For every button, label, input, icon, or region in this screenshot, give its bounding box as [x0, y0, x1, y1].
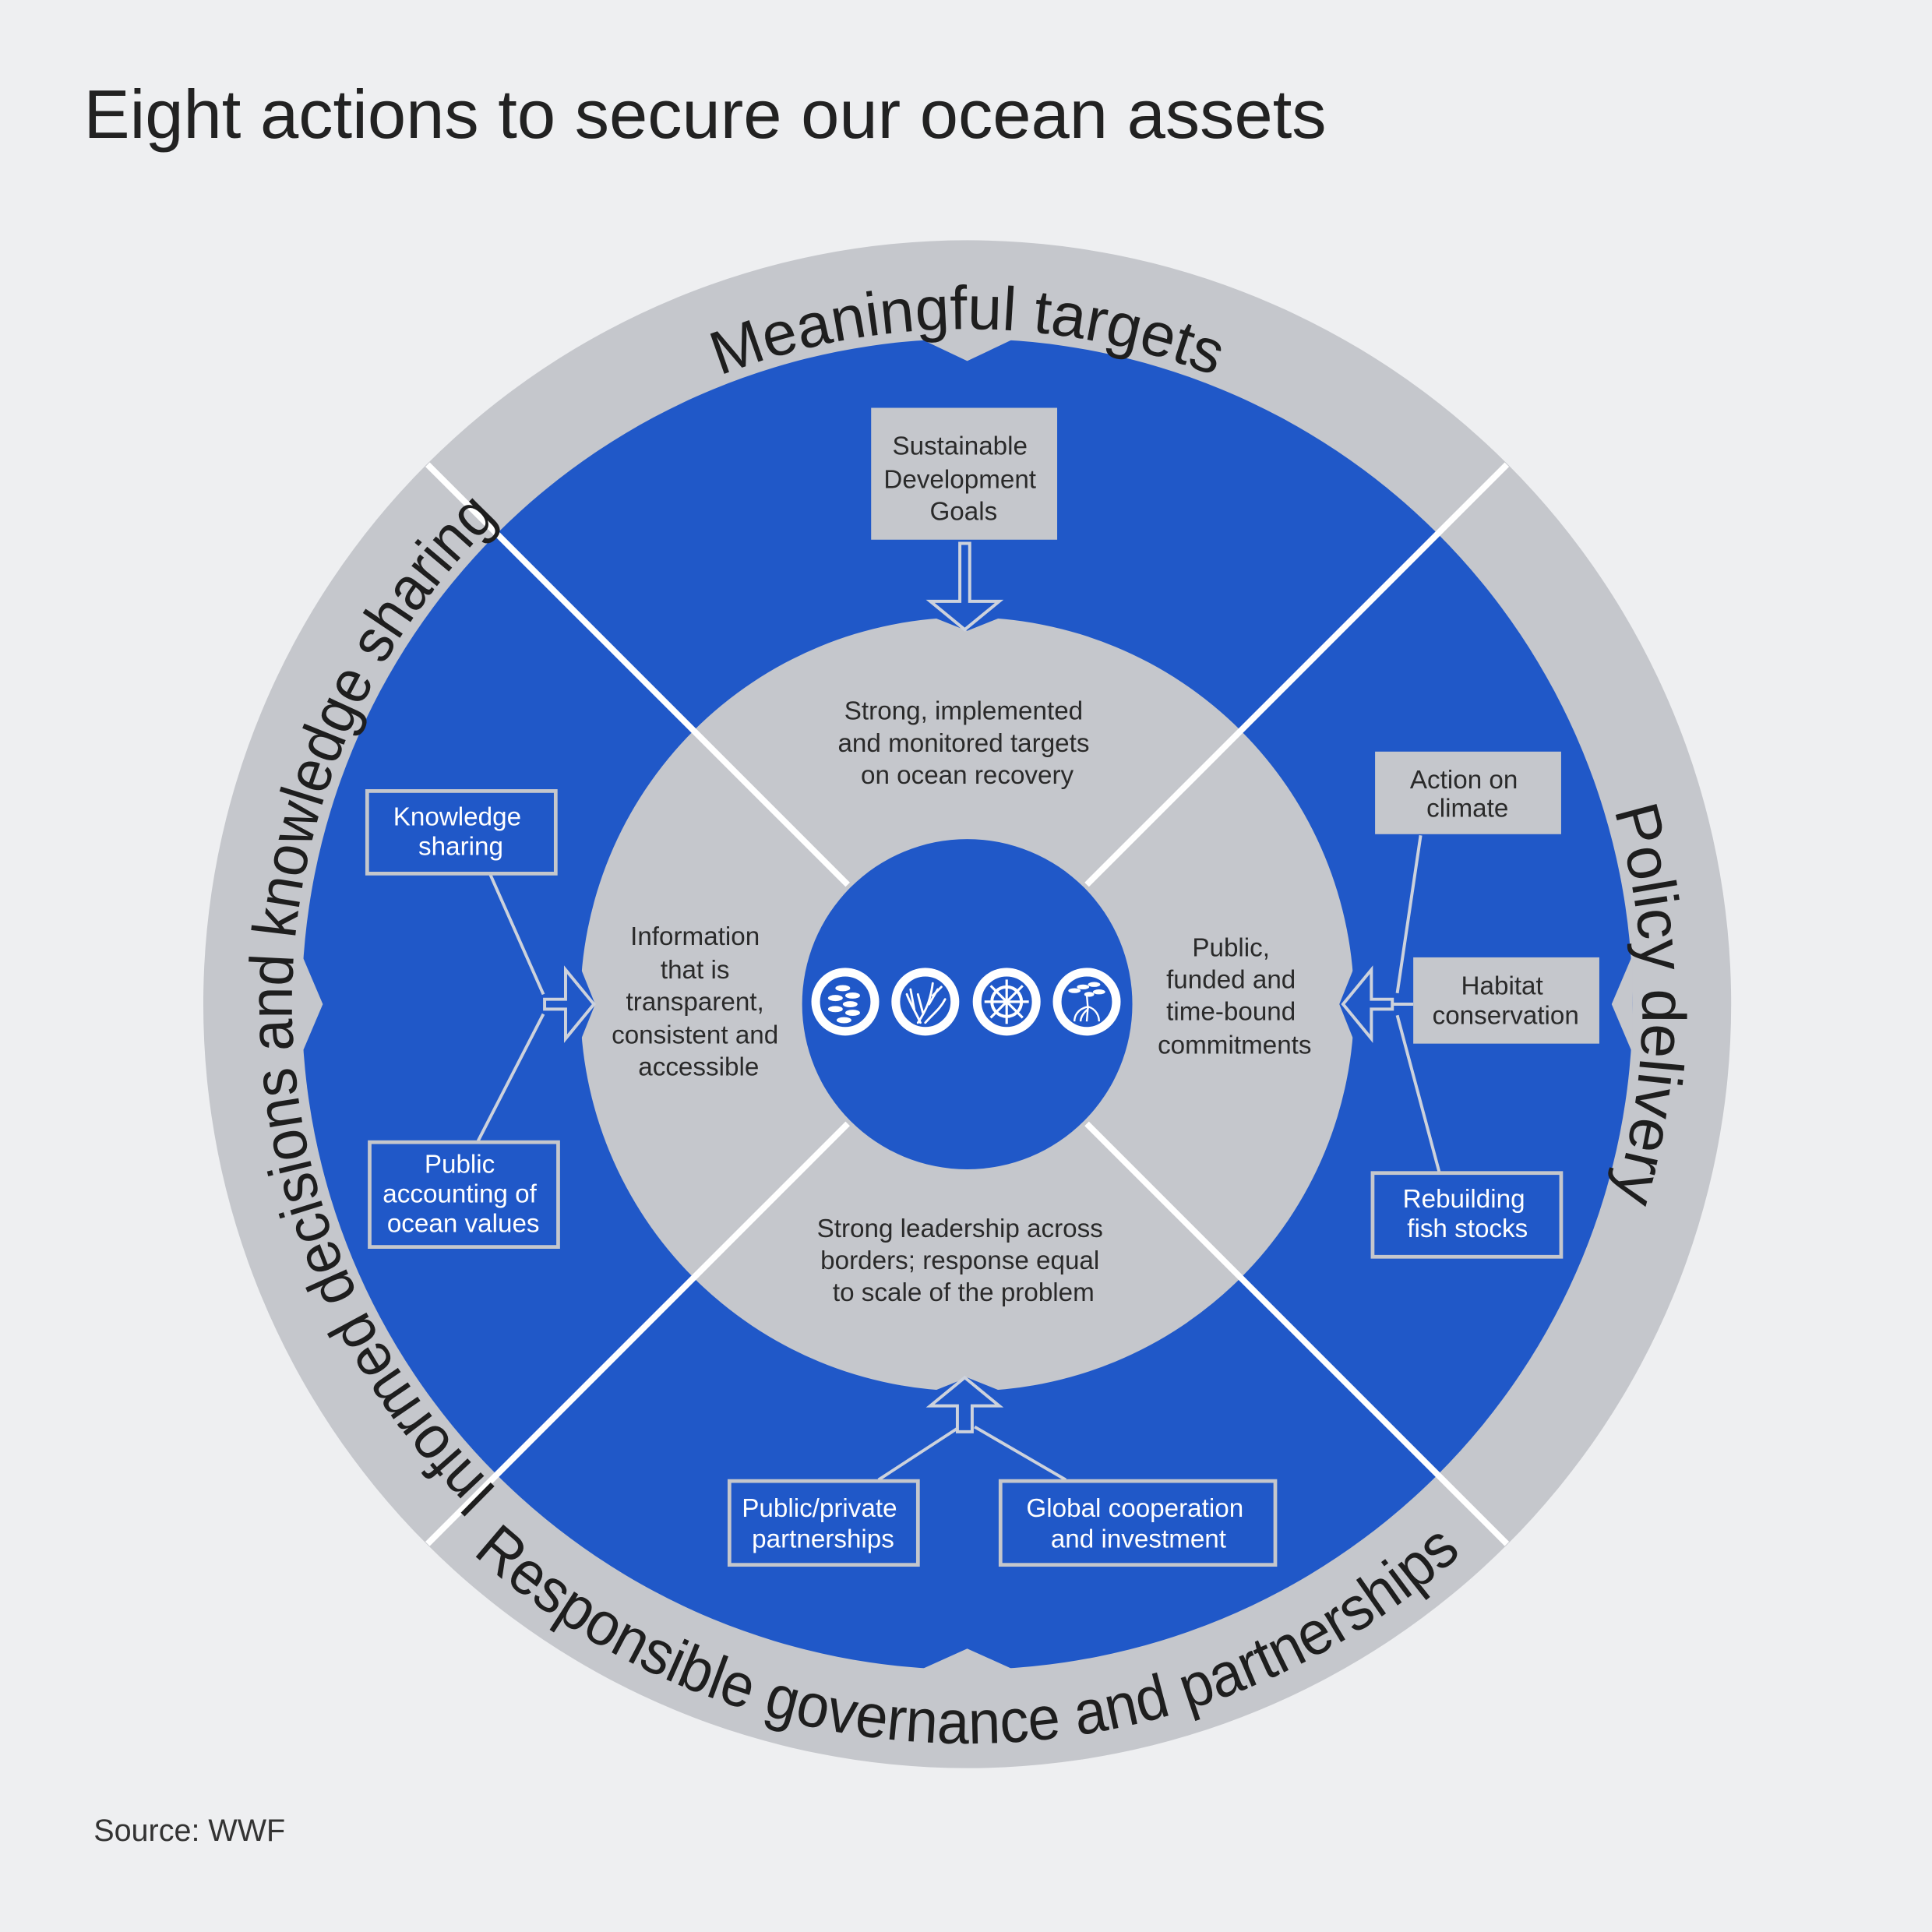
- mangrove-icon: [1052, 968, 1121, 1036]
- svg-text:Habitat conservation: Habitat conservation: [1433, 971, 1579, 1030]
- center-hub: [802, 839, 1133, 1169]
- source-note: Source: WWF: [93, 1814, 285, 1848]
- ship-wheel-icon: [972, 968, 1041, 1036]
- svg-text:Knowledge sharing: Knowledge sharing: [393, 803, 529, 862]
- action-public-accounting: Public accounting of ocean values: [368, 1140, 560, 1249]
- center-text-top: Strong, implemented and monitored target…: [837, 697, 1096, 790]
- svg-text:Sustainable Development: Sustainable Development Goals: [883, 432, 1043, 527]
- action-global-cooperation: Global cooperation and investment: [998, 1479, 1278, 1567]
- center-text-bottom: Strong leadership across borders; respon…: [817, 1215, 1111, 1307]
- svg-text:Public/private partnersh: Public/private partnerships: [742, 1494, 904, 1554]
- arrow-down-icon: [925, 541, 1004, 632]
- svg-text:Rebuilding fish stocks: Rebuilding fish stocks: [1403, 1185, 1532, 1243]
- coral-icon: [891, 968, 960, 1036]
- action-climate: Action on climate: [1375, 751, 1561, 834]
- arrow-right-icon: [543, 965, 596, 1043]
- center-text-right: Public, funded and time-bound commitment…: [1158, 933, 1311, 1059]
- page-title: Eight actions to secure our ocean assets: [84, 76, 1327, 153]
- arrow-up-icon: [925, 1375, 1004, 1433]
- center-text-left: Information that is transparent, consist…: [612, 922, 785, 1082]
- action-habitat: Habitat conservation: [1413, 957, 1599, 1044]
- arrows: [543, 541, 1394, 1433]
- fish-school-icon: [811, 968, 880, 1036]
- action-public-private: Public/private partnerships: [727, 1479, 920, 1567]
- arrow-left-icon: [1341, 965, 1394, 1043]
- quadrant-dividers: [425, 462, 1510, 1546]
- action-fish-stocks: Rebuilding fish stocks: [1370, 1171, 1564, 1259]
- svg-text:Global cooperation and i: Global cooperation and investment: [1026, 1494, 1250, 1554]
- svg-text:Action on climate: Action on climate: [1410, 766, 1525, 823]
- action-knowledge-sharing: Knowledge sharing: [365, 789, 558, 876]
- outer-notches: [301, 337, 1633, 1671]
- svg-text:Public accounting of: Public accounting of ocean values: [383, 1151, 544, 1239]
- action-sdg: Sustainable Development Goals: [871, 407, 1058, 540]
